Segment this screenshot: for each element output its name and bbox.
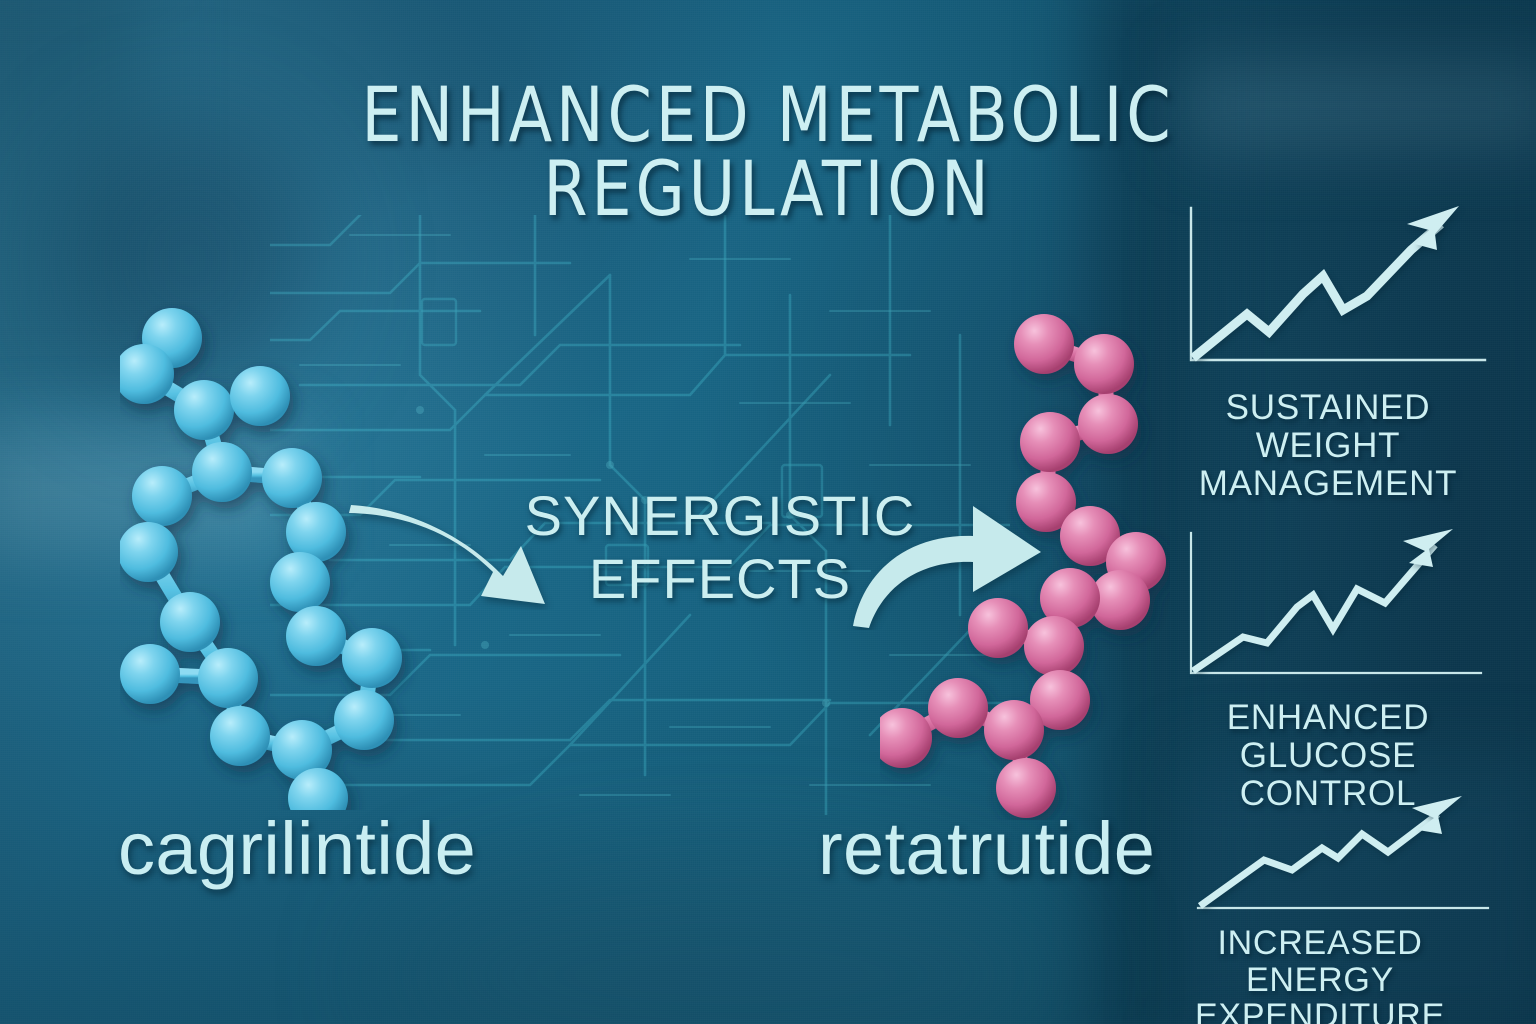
molecule-cagrilintide bbox=[120, 308, 402, 810]
curved-arrow-right-down-icon bbox=[349, 505, 545, 604]
benefit-label: INCREASED ENERGY EXPENDITURE bbox=[1194, 924, 1446, 1024]
circuit-network-pattern bbox=[270, 215, 1010, 815]
benefit-sustained-weight-management: SUSTAINED WEIGHT MANAGEMENT bbox=[1163, 200, 1493, 502]
rising-arrow-chart-icon bbox=[1189, 529, 1483, 675]
benefit-label: ENHANCED GLUCOSE CONTROL bbox=[1226, 698, 1430, 813]
rising-arrow-chart-icon bbox=[1189, 206, 1487, 362]
molecule-retatrutide bbox=[880, 314, 1166, 818]
curved-arrow-right-up-icon bbox=[853, 506, 1041, 628]
rising-arrow-chart-icon bbox=[1196, 796, 1490, 910]
page-title: ENHANCED METABOLIC REGULATION bbox=[361, 70, 1175, 234]
synergistic-effects-label: SYNERGISTIC EFFECTS bbox=[524, 484, 916, 610]
benefit-label: SUSTAINED WEIGHT MANAGEMENT bbox=[1198, 388, 1458, 503]
benefit-enhanced-glucose-control: ENHANCED GLUCOSE CONTROL bbox=[1163, 525, 1493, 812]
benefit-increased-energy-expenditure: INCREASED ENERGY EXPENDITURE bbox=[1140, 790, 1500, 1024]
molecule-label-retatrutide: retatrutide bbox=[818, 807, 1156, 890]
molecule-label-cagrilintide: cagrilintide bbox=[118, 807, 477, 890]
